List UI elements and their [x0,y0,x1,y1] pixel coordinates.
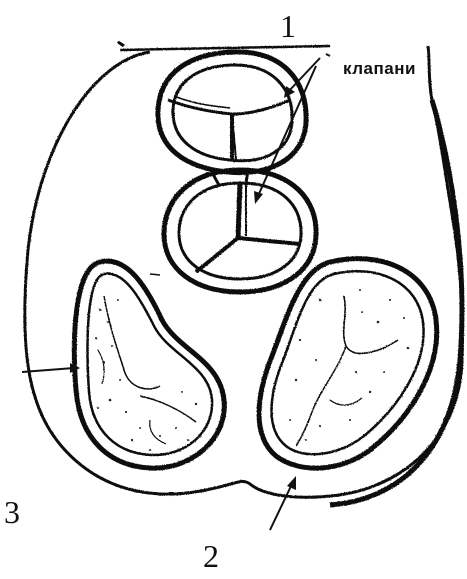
stray-marks [150,54,330,275]
label-3: 3 [4,496,20,528]
left-oval-valve [74,261,224,468]
arrow-3 [22,363,80,373]
arrow-2 [270,476,296,530]
label-1: 1 [280,10,296,42]
middle-valve [164,170,316,292]
arrow-1b [254,66,316,204]
valves-label: клапани [343,60,416,77]
label-2: 2 [203,540,219,572]
upper-valve [158,52,306,173]
right-oval-valve [259,259,437,469]
